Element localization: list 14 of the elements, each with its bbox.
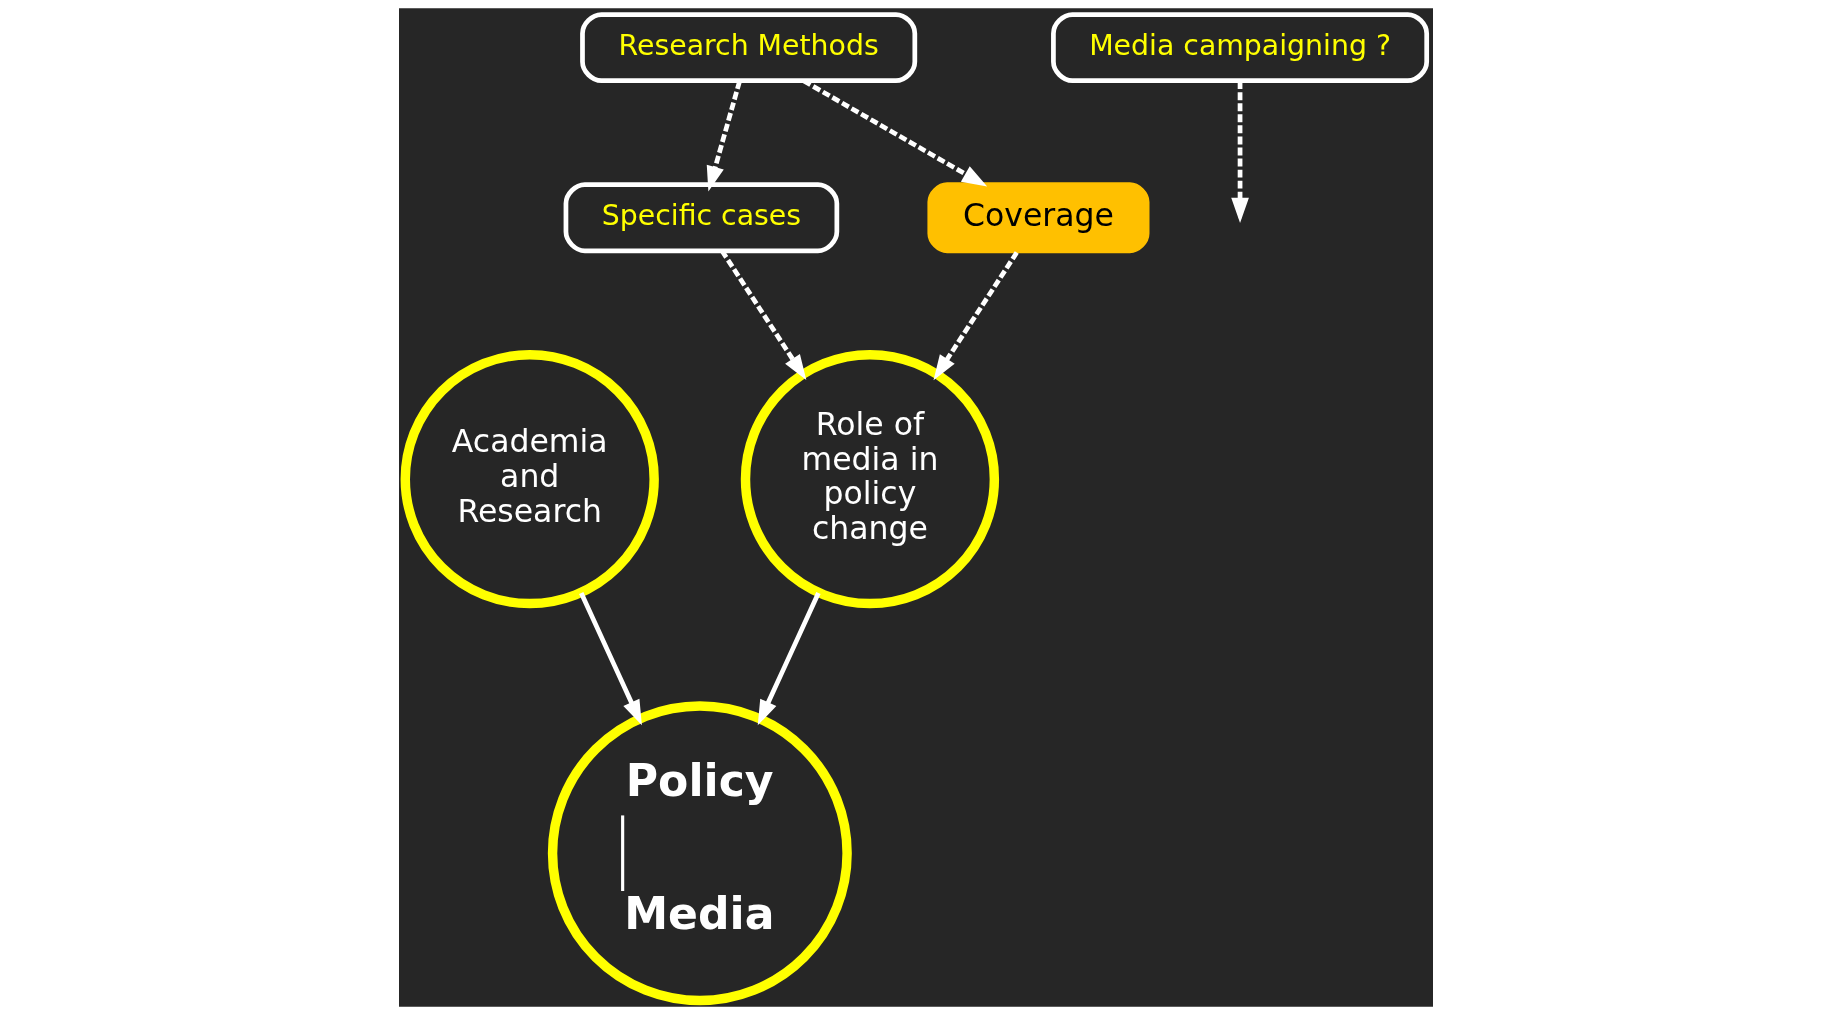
arrow xyxy=(933,251,1019,381)
arrow xyxy=(719,249,806,381)
arrow xyxy=(802,78,987,187)
node-box: Media campaigning ? xyxy=(1050,12,1429,84)
node-circle: Academia and Research xyxy=(400,350,659,609)
arrow xyxy=(706,80,742,192)
node-circle: Policy Media xyxy=(547,701,852,1006)
arrow xyxy=(1230,81,1249,224)
arrow xyxy=(757,592,821,726)
node-box: Specific cases xyxy=(563,182,839,254)
arrow xyxy=(578,592,642,726)
node-box: Coverage xyxy=(926,182,1149,254)
node-box: Research Methods xyxy=(579,12,917,84)
node-circle: Role of media in policy change xyxy=(740,350,999,609)
